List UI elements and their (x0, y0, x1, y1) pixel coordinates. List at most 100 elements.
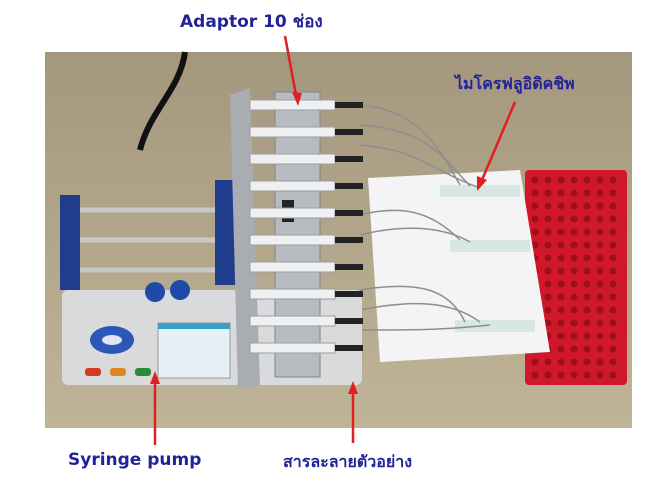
label-adaptor: Adaptor 10 ช่อง (180, 12, 323, 32)
power-cable (137, 51, 188, 151)
microfluidic-chip (440, 185, 520, 197)
rack-hole (596, 215, 604, 223)
rack-hole (544, 202, 552, 210)
rack-hole (583, 176, 591, 184)
syringe-needle-connector (335, 156, 363, 162)
syringe-needle-connector (335, 129, 363, 135)
rack-hole (557, 358, 565, 366)
rack-hole (544, 254, 552, 262)
tubing (359, 104, 491, 331)
microfluidic-chip (450, 240, 530, 252)
knob (145, 282, 165, 302)
rack-hole (596, 228, 604, 236)
rack-hole (544, 306, 552, 314)
rack-hole (557, 202, 565, 210)
rack-hole (570, 345, 578, 353)
rack-hole (570, 267, 578, 275)
rack-hole (570, 280, 578, 288)
rack-hole (544, 293, 552, 301)
rack-hole (609, 280, 617, 288)
label-sample-solution: สารละลายตัวอย่าง (283, 452, 413, 471)
rack-hole (609, 358, 617, 366)
rack-hole (609, 254, 617, 262)
syringe (249, 342, 336, 354)
rack-hole (557, 345, 565, 353)
rack-hole (609, 332, 617, 340)
rack-hole (531, 202, 539, 210)
keypad (85, 326, 151, 376)
syringe-needle-connector (335, 102, 363, 108)
tube-rack (525, 170, 627, 385)
syringes (249, 99, 363, 354)
rack-hole (596, 202, 604, 210)
rack-hole (570, 202, 578, 210)
rack-hole (544, 215, 552, 223)
syringe (249, 207, 336, 219)
rack-hole (609, 228, 617, 236)
syringe (249, 180, 336, 192)
rack-hole (557, 319, 565, 327)
rack-hole (570, 189, 578, 197)
rack-hole (596, 254, 604, 262)
rack-hole (596, 358, 604, 366)
pump-display (157, 322, 231, 379)
rack-hole (557, 228, 565, 236)
rack-hole (531, 358, 539, 366)
rack-hole (609, 267, 617, 275)
rack-hole (557, 293, 565, 301)
rack-hole (609, 202, 617, 210)
rack-hole (583, 202, 591, 210)
rack-hole (544, 267, 552, 275)
rack-hole (557, 267, 565, 275)
rack-hole (570, 228, 578, 236)
rack-hole (544, 371, 552, 379)
rack-hole (544, 189, 552, 197)
rack-hole (596, 189, 604, 197)
rack-hole (596, 345, 604, 353)
rack-hole (609, 319, 617, 327)
rack-hole (583, 241, 591, 249)
rack-hole (583, 332, 591, 340)
rack-hole (544, 176, 552, 184)
rack-hole (583, 293, 591, 301)
rack-hole (583, 345, 591, 353)
rack-hole (596, 280, 604, 288)
rack-hole (596, 332, 604, 340)
microfluidic-chip (455, 320, 535, 332)
rack-hole (583, 189, 591, 197)
rack-hole (609, 176, 617, 184)
display-header (158, 323, 230, 329)
rack-hole (596, 306, 604, 314)
rack-hole (609, 371, 617, 379)
rack-hole (570, 358, 578, 366)
rack-hole (570, 332, 578, 340)
rack-hole (583, 371, 591, 379)
rack-hole (570, 293, 578, 301)
rack-hole (596, 371, 604, 379)
syringe (249, 234, 336, 246)
syringe (249, 261, 336, 273)
rack-hole (531, 215, 539, 223)
rack-hole (557, 215, 565, 223)
syringe-needle-connector (335, 291, 363, 297)
syringe-needle-connector (335, 264, 363, 270)
annotation-arrows (150, 35, 517, 445)
rack-hole (596, 267, 604, 275)
rack-hole (583, 319, 591, 327)
rack-hole (544, 228, 552, 236)
syringe (249, 126, 336, 138)
rack-hole (583, 267, 591, 275)
syringe-needle-connector (335, 237, 363, 243)
syringe (249, 99, 336, 111)
rack-hole (544, 241, 552, 249)
syringe-needle-connector (335, 210, 363, 216)
rack-hole (544, 358, 552, 366)
syringe-needle-connector (335, 183, 363, 189)
rack-hole (570, 319, 578, 327)
rack-hole (531, 228, 539, 236)
rack-hole (531, 176, 539, 184)
rack-hole (609, 345, 617, 353)
rack-hole (557, 254, 565, 262)
pump-block (60, 195, 80, 290)
